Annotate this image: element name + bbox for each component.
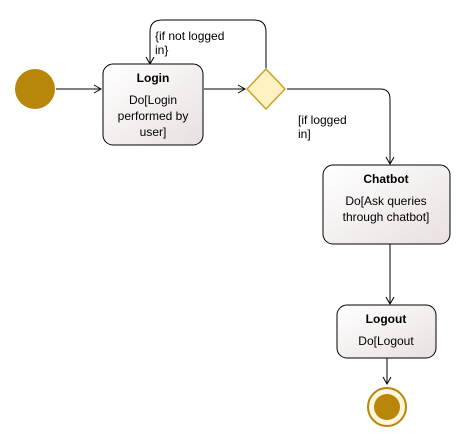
guard-logged-in: [if logged in] xyxy=(298,113,347,141)
edges xyxy=(56,19,395,386)
arrowhead-chatbot-to-logout xyxy=(385,296,395,306)
activity-logout-box xyxy=(336,304,437,359)
activity-login-line-2: performed by xyxy=(118,109,189,123)
activity-login-line-1: Do[Login xyxy=(129,93,177,107)
activity-logout: Logout Do[Logout xyxy=(336,304,437,359)
activity-chatbot-title: Chatbot xyxy=(363,172,408,186)
arrowhead-login-to-decision xyxy=(237,84,247,94)
activity-chatbot: Chatbot Do[Ask queries through chatbot] xyxy=(322,164,451,245)
activity-logout-line-1: Do[Logout xyxy=(358,334,414,348)
activity-login-box xyxy=(102,63,204,146)
decision-node xyxy=(245,67,287,111)
arrowhead-decision-to-chatbot xyxy=(385,156,395,166)
guard-not-logged-in-line-2: in} xyxy=(155,43,168,57)
activity-chatbot-line-1: Do[Ask queries xyxy=(345,194,426,208)
arrowhead-logout-to-end xyxy=(382,376,392,386)
activity-chatbot-box xyxy=(322,164,451,245)
activity-login: Login Do[Login performed by user] xyxy=(102,63,204,146)
guard-not-logged-in: {if not logged in} xyxy=(155,29,224,57)
activity-chatbot-line-2: through chatbot] xyxy=(343,210,430,224)
edge-decision-to-login-loop xyxy=(149,19,267,69)
guard-logged-in-line-2: in] xyxy=(298,127,311,141)
activity-login-line-3: user] xyxy=(140,125,167,139)
edge-decision-to-chatbot xyxy=(287,88,391,163)
arrowhead-start-to-login xyxy=(93,84,103,94)
activity-logout-title: Logout xyxy=(366,312,407,326)
initial-node xyxy=(15,69,55,109)
final-node-core xyxy=(374,394,400,420)
guard-logged-in-line-1: [if logged xyxy=(298,113,347,127)
final-node xyxy=(367,387,407,427)
activity-login-title: Login xyxy=(137,71,170,85)
guard-not-logged-in-line-1: {if not logged xyxy=(155,29,224,43)
